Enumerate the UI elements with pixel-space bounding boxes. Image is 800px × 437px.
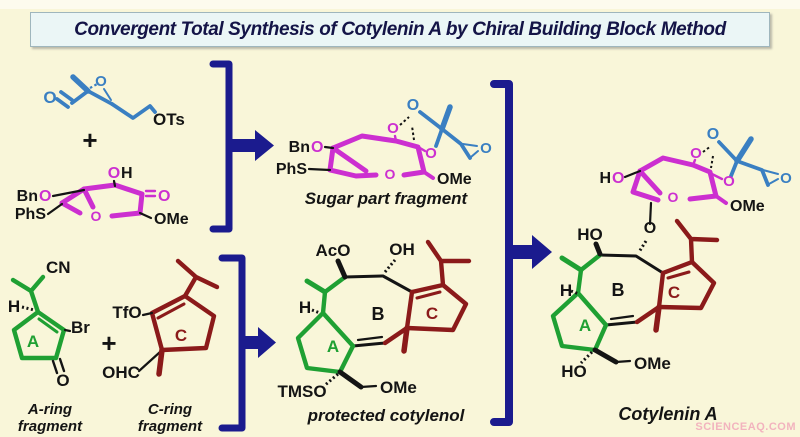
nitrile-label: CN [46,258,71,277]
bracket-3 [490,80,513,426]
hydroxyl-o-label: O [108,165,120,182]
blue-top-o-label: O [707,126,719,143]
structure-cotylenin-a: O H O O O O O OMe O [550,126,792,424]
methoxy-label: OMe [634,354,671,373]
sugar-fragment-caption: Sugar part fragment [305,189,469,208]
c-ring-caption-1: C-ring [148,401,192,418]
ring-o-label: O [385,166,396,182]
ring-o-label: O [668,189,679,205]
c-ring-caption-2: fragment [138,418,203,435]
ring-c-letter: C [668,283,680,302]
top-strip [0,0,800,9]
glycosidic-o-label: O [644,220,656,237]
blue-top-o-label: O [407,97,419,114]
top-o-label: O [387,120,399,137]
methoxy-label: OMe [154,211,189,228]
stereo-h-label: H [8,297,20,316]
ring-c-letter: C [426,304,438,323]
ring-c-letter: C [175,326,187,345]
tosylate-label: OTs [153,110,185,129]
structure-epoxide-tosylate: O O OTs [43,73,184,129]
benzyl-label: Bn [17,188,38,205]
reaction-arrow-2 [242,327,276,358]
hydroxyl-label: OH [389,240,415,259]
structure-a-ring-fragment: CN H Br O A A-ring fragment [8,258,90,435]
triflate-label: TfO [112,303,141,322]
bracket-1 [209,60,233,233]
top-o-label: O [690,145,702,162]
ring-a-letter: A [579,316,591,335]
stereo-h-label: H [299,298,311,317]
a-ring-caption-1: A-ring [27,401,72,418]
acetoxy-label: AcO [316,241,351,260]
benzyl-label: Bn [289,139,310,156]
reaction-arrow-3 [509,235,552,269]
plus-sign-2: + [101,328,116,358]
epoxide-o-label: O [95,73,107,90]
structure-sugar-fragment: O O O O O OMe Bn O PhS Sugar part fragme… [276,97,492,208]
ketone-o-label: O [56,371,69,390]
protected-cotylenol-caption: protected cotylenol [307,406,466,425]
aldehyde-label: OHC [102,363,140,382]
thiophenyl-label: PhS [15,206,46,223]
reaction-arrow-1 [229,130,274,161]
methoxy-label: OMe [437,171,472,188]
methoxy-label: OMe [380,378,417,397]
bracket-2 [218,254,246,432]
watermark: SCIENCEAQ.COM [695,421,796,433]
thiophenyl-label: PhS [276,161,307,178]
tms-ether-label: TMSO [277,382,326,401]
structure-sugar-ketone: O O H Bn O PhS O OMe [15,165,189,228]
cotylenin-a-caption: Cotylenin A [618,404,717,424]
aldehyde-o-label: O [43,88,56,107]
epoxide-o-label: O [780,170,792,187]
hydroxyl-h-label: H [121,165,133,182]
hydroxyl-top-label: HO [577,225,603,244]
plus-sign-1: + [82,125,97,155]
right-o-label: O [425,145,437,162]
right-o-label: O [723,173,735,190]
ring-a-letter: A [27,332,39,351]
ring-b-letter: B [372,304,385,324]
ring-b-letter: B [612,280,625,300]
ketone-o-label: O [158,188,170,205]
a-ring-caption-2: fragment [18,418,83,435]
sugar-methoxy-label: OMe [730,198,765,215]
ring-o-label: O [91,208,102,224]
epoxide-o-label: O [480,140,492,157]
structure-c-ring-fragment: TfO OHC C C-ring fragment [102,258,220,435]
bromo-label: Br [71,318,90,337]
benzyl-o-label: O [311,139,323,156]
sugar-ho-h-label: H [599,170,611,187]
stereo-h-label: H [560,281,572,300]
ring-a-letter: A [327,337,339,356]
hydroxyl-bottom-label: HO [561,362,587,381]
sugar-ho-o-label: O [612,170,624,187]
benzyl-o-label: O [39,188,51,205]
scheme-title: Convergent Total Synthesis of Cotylenin … [30,12,770,47]
structure-protected-cotylenol: AcO OH H TMSO OMe A B C protected cotyle… [277,239,472,425]
